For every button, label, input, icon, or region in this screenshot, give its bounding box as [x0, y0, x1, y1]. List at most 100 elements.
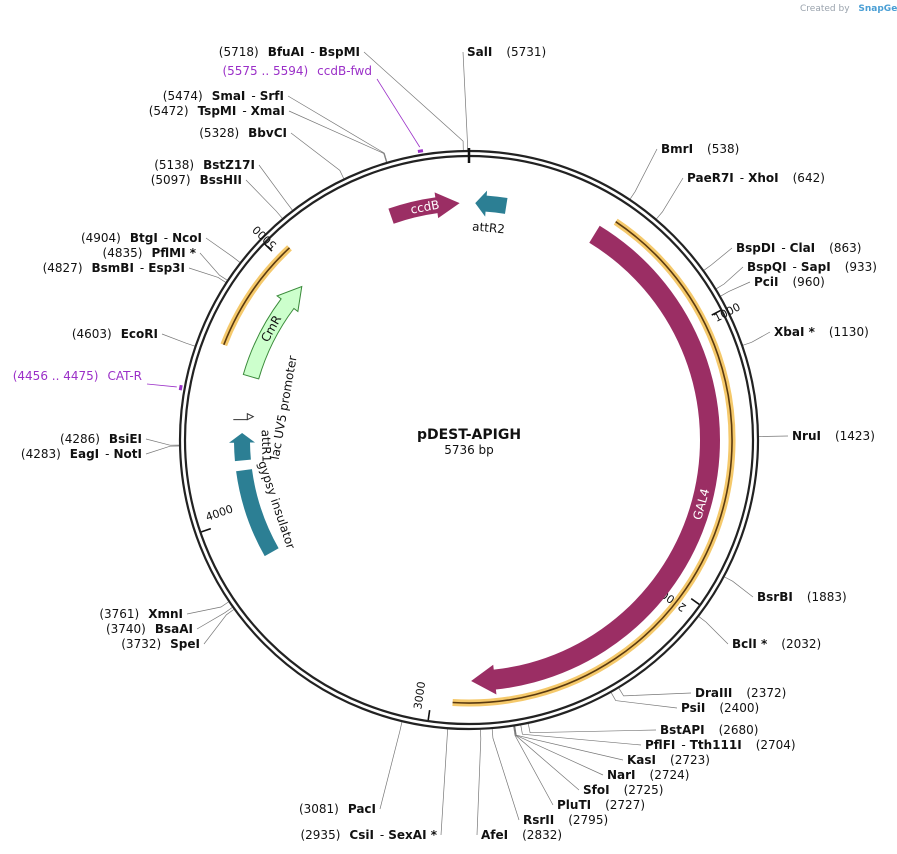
site-position: (5718) — [219, 45, 259, 59]
site-leader — [716, 266, 744, 289]
site-paer7i[interactable]: PaeR7I-XhoI(642) — [687, 171, 825, 185]
site-leader — [491, 729, 520, 821]
site-leader — [703, 247, 733, 271]
tick-mark — [264, 243, 273, 252]
site-position: (2724) — [650, 768, 690, 782]
site-btgi[interactable]: (4904)BtgI-NcoI — [81, 231, 202, 245]
site-bstapi[interactable]: BstAPI(2680) — [660, 723, 758, 737]
site-csii[interactable]: (2935)CsiI-SexAI * — [300, 828, 437, 842]
site-leader — [720, 281, 751, 297]
site-bsshii[interactable]: (5097) BssHII — [151, 173, 242, 187]
site-smai[interactable]: (5474)SmaI-SrfI — [163, 89, 284, 103]
site-label: (4835)PflMI * — [103, 246, 197, 260]
primer-mark — [417, 149, 424, 153]
site-bfuai[interactable]: (5718)BfuAI-BspMI — [219, 45, 360, 59]
site-sfoi[interactable]: SfoI (2725) — [583, 783, 663, 797]
site-draiii[interactable]: DraIII(2372) — [695, 686, 786, 700]
site-xmni[interactable]: (3761)XmnI — [99, 607, 183, 621]
feature-ccdb[interactable]: ccdB — [388, 192, 460, 224]
site-eagi[interactable]: (4283)EagI-NotI — [21, 447, 142, 461]
site-position: (3081) — [299, 802, 339, 816]
tick-mark — [711, 309, 721, 316]
site-bsrbi[interactable]: BsrBI(1883) — [757, 590, 847, 604]
feature-attr2[interactable]: attR2 — [472, 190, 508, 237]
site-pluti[interactable]: PluTI(2727) — [557, 798, 645, 812]
site-separator: - — [105, 447, 109, 461]
site-bcli[interactable]: BclI *(2032) — [732, 637, 821, 651]
site-spei[interactable]: (3732)SpeI — [121, 637, 200, 651]
primer-leader — [376, 78, 421, 148]
site-enzyme: BsaAI — [155, 622, 193, 636]
site-bspqi[interactable]: BspQI-SapI(933) — [747, 260, 877, 274]
primer-ccdb-fwd[interactable]: (5575 .. 5594)ccdB-fwd — [222, 64, 424, 153]
site-rsrii[interactable]: RsrII(2795) — [523, 813, 608, 827]
site-pcii[interactable]: PciI(960) — [754, 275, 825, 289]
site-leader — [290, 132, 345, 179]
site-bsiei[interactable]: (4286)BsiEI — [60, 432, 142, 446]
site-enzyme: SalI — [467, 45, 492, 59]
feature-attr1[interactable]: attR1 — [229, 429, 274, 463]
site-label: BmrI(538) — [661, 142, 739, 156]
site-enzyme: XhoI — [748, 171, 779, 185]
site-kasi[interactable]: KasI(2723) — [627, 753, 710, 767]
tick-label: 4000 — [204, 502, 235, 523]
site-leader — [145, 438, 180, 446]
site-pflmi[interactable]: (4835)PflMI * — [103, 246, 197, 260]
site-leader — [205, 237, 241, 263]
primer-range: (5575 .. 5594) — [222, 64, 308, 78]
site-leader — [656, 177, 684, 220]
site-leader — [514, 726, 604, 776]
site-bstz17i[interactable]: (5138)BstZ17I — [154, 158, 255, 172]
site-enzyme: SfoI — [583, 783, 610, 797]
site-position: (5097) — [151, 173, 191, 187]
feature-gypsy-insulator[interactable]: gypsy insulator — [236, 459, 298, 557]
site-leader — [724, 576, 754, 598]
site-position: (5474) — [163, 89, 203, 103]
site-enzyme: AfeI — [481, 828, 508, 842]
site-enzyme: BssHII — [200, 173, 242, 187]
site-leader — [618, 688, 692, 697]
site-enzyme: NotI — [114, 447, 143, 461]
site-paci[interactable]: (3081)PacI — [299, 802, 376, 816]
site-position: (2725) — [624, 783, 664, 797]
site-leader — [742, 331, 771, 346]
site-sali[interactable]: SalI(5731) — [467, 45, 546, 59]
site-enzyme: EagI — [70, 447, 99, 461]
site-bsmbi[interactable]: (4827)BsmBI-Esp3I — [43, 261, 185, 275]
site-afei[interactable]: AfeI(2832) — [481, 828, 562, 842]
site-leader — [629, 148, 658, 200]
site-label: (5097) BssHII — [151, 173, 242, 187]
site-enzyme: SexAI * — [388, 828, 437, 842]
site-enzyme: ClaI — [790, 241, 815, 255]
site-leader — [186, 601, 229, 615]
site-label: (3081)PacI — [299, 802, 376, 816]
site-pflfi[interactable]: PflFI-Tth111I(2704) — [645, 738, 796, 752]
site-bmri[interactable]: BmrI(538) — [661, 142, 739, 156]
site-position: (3740) — [106, 622, 146, 636]
site-ecori[interactable]: (4603)EcoRI — [72, 327, 158, 341]
site-bsaai[interactable]: (3740) BsaAI — [106, 622, 193, 636]
site-tspmi[interactable]: (5472)TspMI-XmaI — [149, 104, 285, 118]
feature-gal4[interactable]: GAL4 — [471, 225, 721, 695]
credit-prefix: Created by — [800, 4, 850, 14]
site-label: SfoI (2725) — [583, 783, 663, 797]
site-bbvci[interactable]: (5328)BbvCI — [199, 126, 287, 140]
site-xbai[interactable]: XbaI *(1130) — [774, 325, 869, 339]
site-leader — [698, 616, 729, 645]
site-leader — [527, 723, 657, 734]
site-nari[interactable]: NarI(2724) — [607, 768, 689, 782]
site-enzyme: RsrII — [523, 813, 554, 827]
primer-sites[interactable]: (5575 .. 5594)ccdB-fwd (4456 .. 4475)CAT-… — [13, 64, 424, 391]
site-label: BstAPI(2680) — [660, 723, 758, 737]
site-label: (3740) BsaAI — [106, 622, 193, 636]
site-nrui[interactable]: NruI(1423) — [792, 429, 875, 443]
site-bspdi[interactable]: BspDI-ClaI(863) — [736, 241, 861, 255]
site-position: (1130) — [829, 325, 869, 339]
restriction-sites[interactable]: (5718)BfuAI-BspMI SalI(5731) (5474)SmaI-Sr… — [21, 45, 877, 842]
site-leader — [440, 729, 449, 836]
site-label: BspQI-SapI(933) — [747, 260, 877, 274]
site-psii[interactable]: PsiI(2400) — [681, 701, 759, 715]
site-enzyme: Esp3I — [148, 261, 185, 275]
primer-cat-r[interactable]: (4456 .. 4475)CAT-R — [13, 369, 183, 391]
